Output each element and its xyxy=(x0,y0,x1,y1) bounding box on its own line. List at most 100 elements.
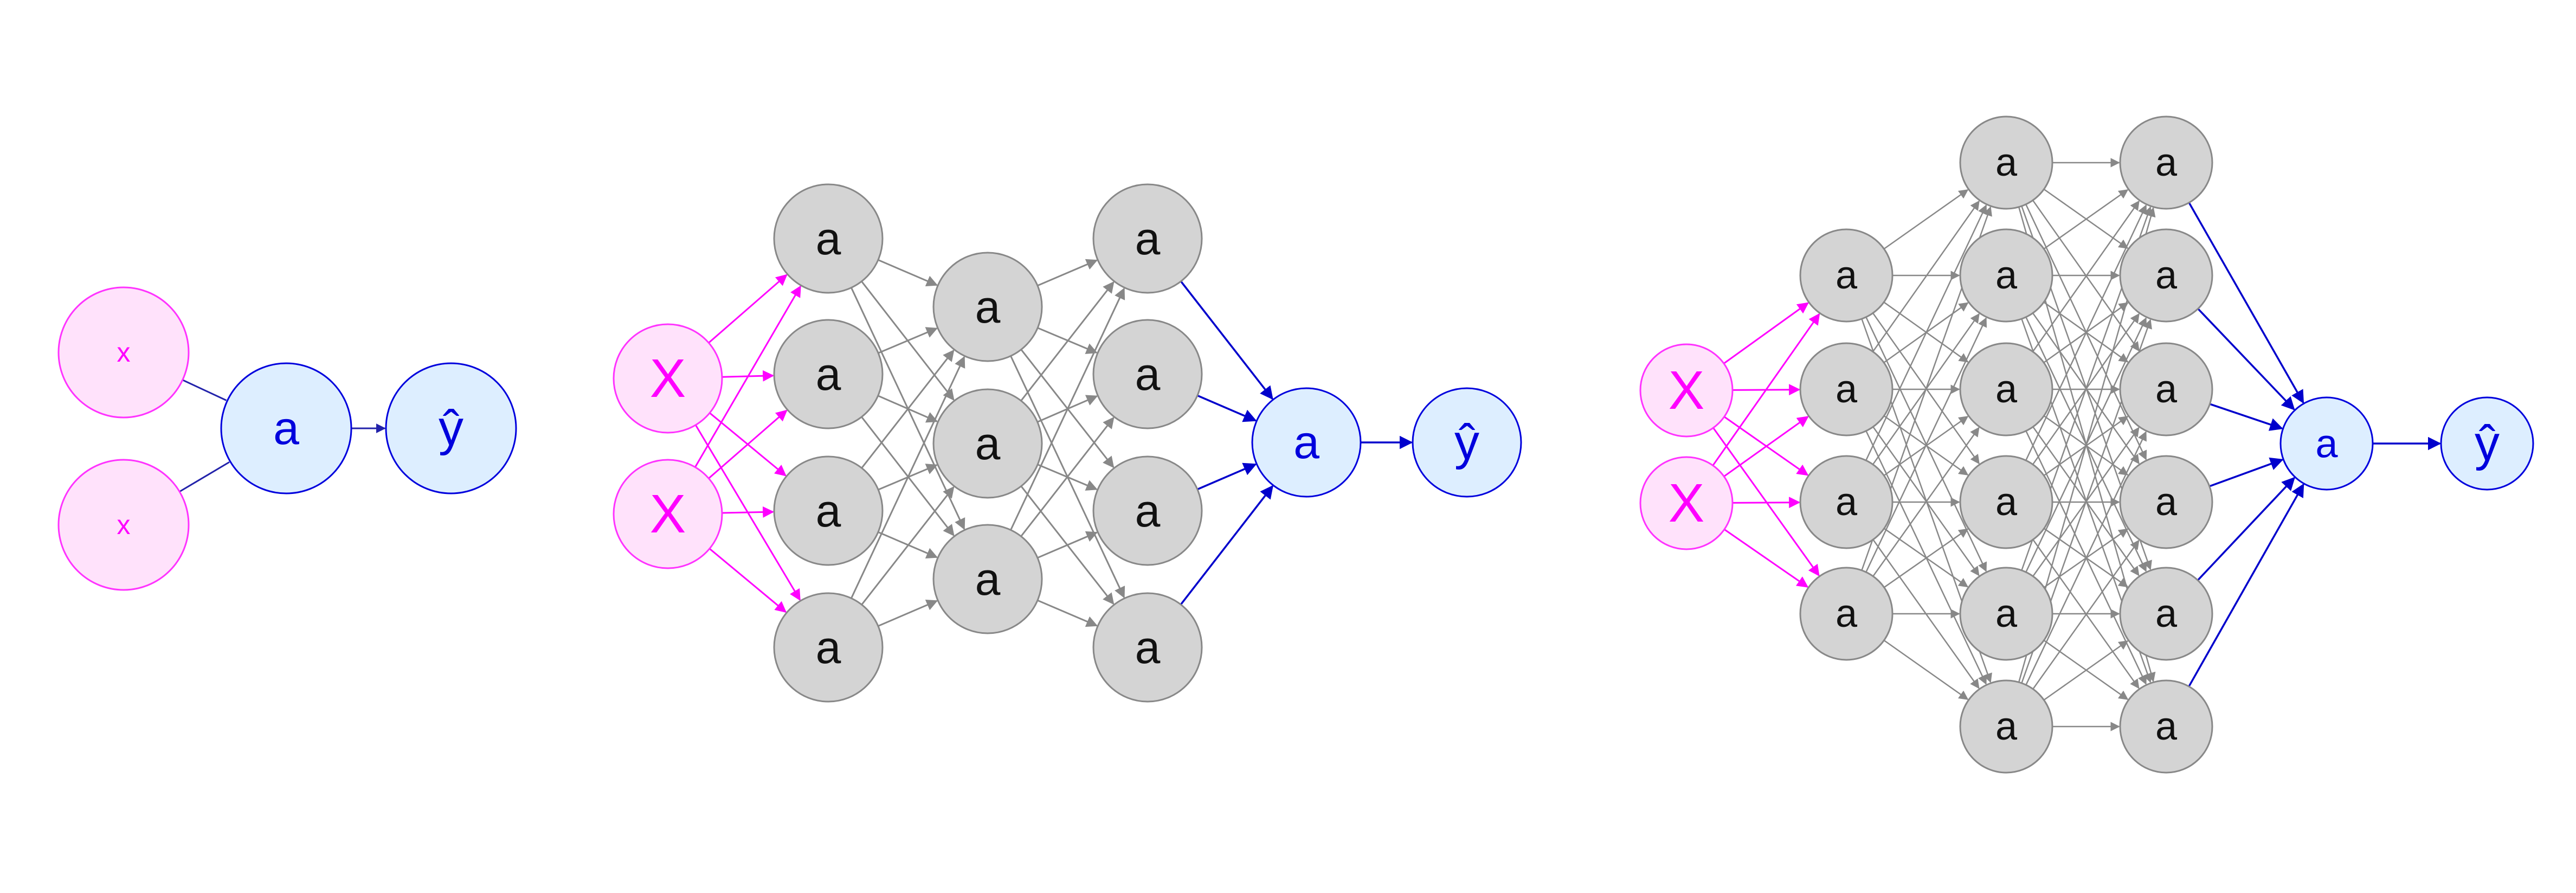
net3-input-node-1: X xyxy=(1639,343,1734,438)
edge-h2n2-h3n2 xyxy=(1037,531,1098,559)
edge-h3n2-out xyxy=(1197,462,1257,491)
input-node-2-label: x xyxy=(117,510,131,540)
net2-prediction-node-circle xyxy=(1412,387,1522,498)
edge-h3n5-out xyxy=(2188,483,2304,687)
net3-hidden-l3-n2-label: a xyxy=(2155,254,2178,297)
net2-input-node-1: X xyxy=(613,323,723,434)
net2-prediction-node-label: ŷ xyxy=(1454,415,1479,470)
net3-hidden-l1-n4-label: a xyxy=(1836,592,1858,635)
net2-hidden-l2-n1-label: a xyxy=(975,281,1001,332)
net3-hidden-l2-n2-circle xyxy=(1959,228,2053,323)
net3-hidden-l2-n1-label: a xyxy=(1995,141,2018,184)
edge-h1n1-h2n0 xyxy=(878,327,938,354)
net3-hidden-l1-n3-circle xyxy=(1799,455,1894,549)
net3-hidden-l3-n4-circle xyxy=(2119,455,2213,549)
edge-input-2-to-neuron xyxy=(179,461,230,493)
edge-h3n2-out xyxy=(2209,403,2283,431)
net2-hidden-l2-n2: a xyxy=(932,388,1043,499)
net3-hidden-l1-n2-label: a xyxy=(1836,368,1858,411)
net2-hidden-l2-n3-label: a xyxy=(975,554,1001,605)
edge-in0-h1n3 xyxy=(1712,427,1820,576)
net3-prediction-node-circle xyxy=(2440,396,2534,491)
net3-hidden-l3-n6-label: a xyxy=(2155,705,2178,748)
net2-hidden-l3-n2-label: a xyxy=(1135,349,1161,400)
edge-h1n3-h2n1 xyxy=(861,486,955,606)
edge-in1-h1n1 xyxy=(1723,416,1809,477)
edge-h1n2-h2n2 xyxy=(878,531,938,559)
net3-hidden-l2-n4-label: a xyxy=(1995,480,2018,524)
net3-hidden-l2-n3: a xyxy=(1959,342,2053,436)
net3-hidden-l1-n4: a xyxy=(1799,567,1894,661)
edge-h1n3-h2n2 xyxy=(878,599,938,627)
net3-hidden-l2-n4-circle xyxy=(1959,455,2053,549)
net3-output-neuron-label: a xyxy=(2315,421,2338,466)
net3-input-node-1-circle xyxy=(1639,343,1734,438)
output-neuron-circle xyxy=(220,362,352,494)
input-node-1: x xyxy=(57,286,190,419)
net2-prediction-node: ŷ xyxy=(1412,387,1522,498)
edge-h1n0-h2n0 xyxy=(1883,189,1969,250)
net3-input-node-2: X xyxy=(1639,456,1734,550)
net3-hidden-l1-n1-label: a xyxy=(1836,254,1858,297)
net2-hidden-l1-n3: a xyxy=(773,455,884,566)
net3-hidden-l1-n3: a xyxy=(1799,455,1894,549)
net3-input-node-1-label: X xyxy=(1669,360,1705,421)
net3-hidden-l3-n3: a xyxy=(2119,342,2213,436)
prediction-node-label: ŷ xyxy=(439,401,463,456)
edge-h2n2-h3n0 xyxy=(1010,287,1125,531)
net2-hidden-l1-n1-label: a xyxy=(816,213,841,264)
edge-h3n1-out xyxy=(1197,394,1257,422)
edge-h2n1-h3n0 xyxy=(2043,189,2129,250)
edge-h1n2-h2n0 xyxy=(1865,204,1987,461)
edge-in1-h1n0 xyxy=(694,285,801,468)
edge-h2n2-h3n3 xyxy=(1037,599,1098,627)
edge-h2n1-h3n0 xyxy=(1020,281,1115,402)
net3-hidden-l2-n6: a xyxy=(1959,679,2053,774)
input-node-1-circle xyxy=(57,286,190,419)
net2-hidden-l1-n4: a xyxy=(773,592,884,703)
edge-h1n0-h2n0 xyxy=(878,259,938,287)
net3-hidden-l2-n6-circle xyxy=(1959,679,2053,774)
net2-input-node-2-label: X xyxy=(650,484,686,544)
edge-in1-h1n2 xyxy=(722,506,775,518)
net2-hidden-l3-n4: a xyxy=(1092,592,1203,703)
net2-hidden-l3-n2: a xyxy=(1092,319,1203,429)
edge-h3n4-out xyxy=(2197,477,2296,581)
net3-hidden-l3-n4-label: a xyxy=(2155,480,2178,524)
net3-hidden-l1-n2-circle xyxy=(1799,342,1894,436)
edge-h1n2-h2n0 xyxy=(861,349,955,469)
net2-hidden-l2-n1-circle xyxy=(932,252,1043,362)
net2-output-neuron: a xyxy=(1251,387,1362,498)
edge-h2n0-h3n0 xyxy=(1037,259,1098,287)
net3-hidden-l2-n5-circle xyxy=(1959,567,2053,661)
net3-hidden-l3-n1: a xyxy=(2119,115,2213,210)
net3-hidden-l3-n1-label: a xyxy=(2155,141,2178,184)
net2-hidden-l1-n2-label: a xyxy=(816,349,841,400)
net3-hidden-l3-n2: a xyxy=(2119,228,2213,323)
net2-hidden-l3-n2-circle xyxy=(1092,319,1203,429)
edge-h2n2-h3n1 xyxy=(1020,416,1115,537)
edge-h2n2-h3n0 xyxy=(2032,200,2140,352)
net3-hidden-l3-n4: a xyxy=(2119,455,2213,549)
edge-h2n0-h3n1 xyxy=(1037,327,1098,354)
edge-input-1-to-neuron xyxy=(182,379,227,401)
edge-h1n3-h2n1 xyxy=(1865,317,1987,573)
edge-in1-h1n1 xyxy=(708,409,788,479)
net3-hidden-l2-n3-circle xyxy=(1959,342,2053,436)
net3-hidden-l3-n3-label: a xyxy=(2155,368,2178,411)
edge-h2n5-h3n4 xyxy=(2043,640,2129,701)
edge-h3n3-out xyxy=(2209,457,2284,487)
net3-hidden-l2-n3-label: a xyxy=(1995,368,2018,411)
net3-hidden-l1-n3-label: a xyxy=(1836,480,1858,524)
edge-h3n3-out xyxy=(1180,485,1274,606)
net2-input-node-1-label: X xyxy=(650,348,686,409)
net2-hidden-l3-n1: a xyxy=(1092,183,1203,294)
input-node-2-circle xyxy=(57,459,190,591)
edge-in1-h1n3 xyxy=(709,548,787,613)
input-node-2: x xyxy=(57,459,190,591)
edge-h2n5-h3n3 xyxy=(2032,539,2140,690)
edge-h1n3-h2n0 xyxy=(851,356,965,599)
